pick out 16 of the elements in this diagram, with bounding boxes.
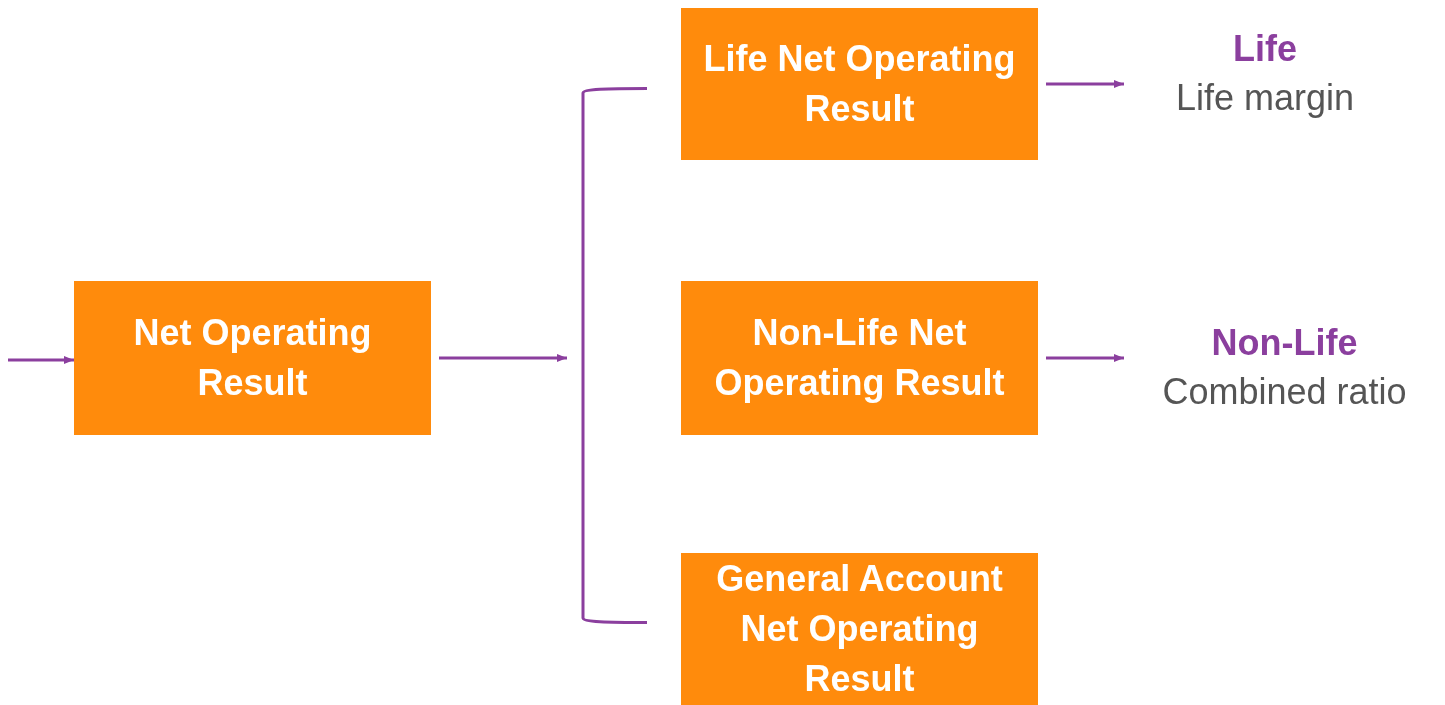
box-label: Non-Life Net Operating Result xyxy=(713,311,1006,405)
box-label: General Account Net Operating Result xyxy=(715,557,1004,701)
arrow xyxy=(8,356,74,364)
process-box xyxy=(681,553,1038,705)
process-box xyxy=(74,281,431,435)
box-label: Life Net Operating Result xyxy=(702,37,1017,131)
metric-label: Life margin xyxy=(1175,76,1355,120)
arrow xyxy=(439,354,567,362)
category-heading: Non-Life xyxy=(1211,321,1358,365)
process-box xyxy=(681,8,1038,160)
process-box xyxy=(681,281,1038,435)
metric-label: Combined ratio xyxy=(1162,370,1407,414)
arrow xyxy=(1046,80,1124,88)
category-heading: Life xyxy=(1233,27,1297,71)
box-label: Net Operating Result xyxy=(132,311,373,405)
arrow xyxy=(1046,354,1124,362)
